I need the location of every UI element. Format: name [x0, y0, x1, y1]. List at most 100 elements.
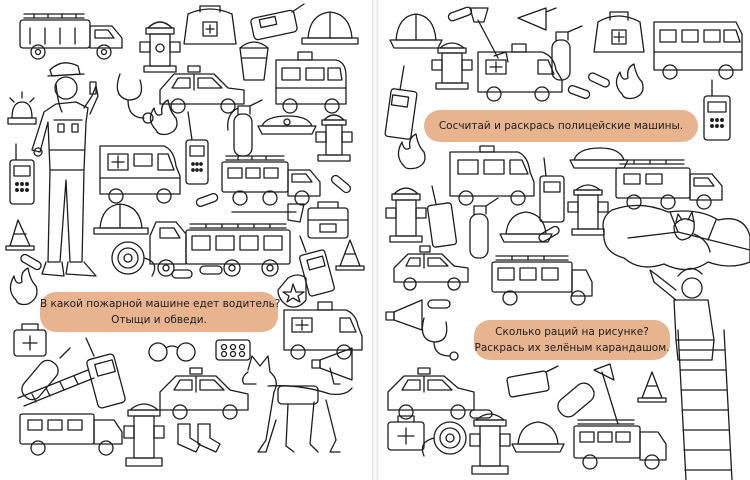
fire-helmet-right-middle [499, 211, 553, 243]
handcuffs [148, 342, 196, 362]
bandage-a [567, 84, 591, 100]
police-car-right-page-bottom [387, 367, 475, 420]
bandage-1 [195, 192, 219, 208]
task-radios-line1: Сколько раций на рисунке? [495, 326, 649, 338]
fire-axe [231, 203, 305, 223]
right-page: Сосчитай и раскрась полицейские машины. … [378, 0, 750, 480]
walkie-talkie-near-van [539, 157, 565, 223]
tool-case [307, 201, 349, 239]
tree-with-cat [602, 204, 750, 271]
bandage-3 [20, 253, 42, 271]
ambulance-top-right-page [477, 43, 563, 102]
fire-hydrant-right-page-bottom [469, 413, 511, 475]
fire-hydrant-top-right-page [431, 42, 473, 90]
walkie-talkie-bottom-right-page [506, 365, 559, 398]
task-fire-line1: В какой пожарной машине едет водитель? [40, 298, 281, 310]
left-page: В какой пожарной машине едет водитель? О… [0, 0, 372, 480]
walkie-talkie-right-left-page [299, 235, 335, 297]
ambulance-van-top [275, 51, 347, 114]
bandage-5 [171, 269, 193, 279]
megaphone-right-page [385, 299, 423, 331]
fire-truck-right-middle [615, 159, 723, 210]
fire-truck-right-center [491, 255, 593, 306]
fire-extinguisher-top-right-page [551, 25, 583, 81]
first-aid-bag-right-page [593, 11, 645, 53]
police-van-middle [449, 145, 535, 206]
fire-hydrant-bottom [123, 403, 165, 467]
traffic-cone-right-page [637, 371, 667, 403]
hose-coil-right-page [421, 421, 467, 457]
fire-helmet-top-right-page [389, 13, 443, 49]
fire-hydrant-top [139, 21, 181, 73]
rubber-boots [177, 423, 221, 453]
right-page-illustrations [384, 6, 750, 480]
fire-extinguisher-bottom-right-page [557, 382, 595, 418]
walkie-talkie-right-page-right [703, 79, 731, 141]
bandage-4 [199, 265, 223, 275]
fire-truck-center [149, 221, 291, 277]
police-car-bottom [159, 367, 249, 420]
flame-icon-right-2 [397, 133, 426, 170]
task-banner-radios: Сколько раций на рисунке? Раскрась их зе… [474, 320, 670, 360]
pill-blister [215, 339, 251, 361]
fire-truck-bottom-right-page [573, 419, 667, 470]
fire-hydrant-right [315, 114, 353, 162]
traffic-cone-right [335, 239, 365, 271]
siren-light [7, 91, 37, 125]
megaphone-left-page [311, 347, 353, 385]
task-banner-police-cars: Сосчитай и раскрась полицейские машины. [424, 110, 698, 142]
stethoscope [116, 73, 154, 124]
flame-icon-left-1 [149, 99, 178, 136]
fire-truck-top-left [19, 13, 123, 60]
horn-icon [517, 7, 557, 31]
fire-extinguisher-left [227, 99, 263, 157]
walkie-talkie-tilted [426, 185, 458, 248]
ambulance-van-middle [99, 145, 181, 204]
fire-truck-top-right-page [653, 21, 743, 80]
medical-kit-small [13, 323, 47, 357]
bandage-b [538, 225, 560, 243]
stethoscope-right-page [421, 317, 459, 361]
bandage-c [427, 299, 451, 309]
first-aid-bag [183, 5, 237, 45]
task-radios-line2: Раскрась их зелёным карандашом. [474, 342, 670, 354]
fire-bucket [239, 41, 269, 81]
hose-coil [111, 241, 156, 277]
walkie-talkie-bottom-left-page [85, 337, 126, 409]
bandage-top-right-page [447, 6, 473, 22]
police-car-top [159, 65, 245, 114]
police-officer-woman [31, 62, 99, 277]
flame-icon-left-2 [9, 267, 38, 306]
traffic-cone-left [5, 219, 35, 251]
police-car-right-page-left [393, 245, 469, 291]
fire-hydrant-right-middle [567, 184, 609, 236]
fire-ladder [677, 329, 733, 480]
fire-helmet-middle [93, 203, 149, 235]
bandage-e [588, 72, 610, 88]
walkie-talkie-center [185, 111, 209, 185]
fire-hydrant-right-page-left [385, 187, 427, 243]
fire-helmet-top [301, 11, 359, 45]
flame-icon-right-1 [615, 63, 644, 100]
fire-extinguisher-middle-right-page [469, 197, 499, 259]
fire-truck-ladder-bottom-left [17, 369, 123, 456]
fire-truck-middle-right [221, 155, 321, 206]
task-banner-fire-truck-driver: В какой пожарной машине едет водитель? О… [40, 292, 281, 332]
walkie-talkie-left-page-left [9, 143, 35, 205]
fire-helmet-bottom-right-page [511, 421, 565, 453]
police-cap [257, 115, 317, 135]
police-badge [277, 274, 307, 308]
walkie-talkie-right-page-left [384, 65, 418, 140]
police-dog [242, 355, 353, 453]
book-gutter [372, 0, 378, 480]
walkie-talkie-top-left-page [250, 3, 305, 41]
fire-axe-right-page [593, 363, 619, 425]
police-cap-right-page [569, 147, 629, 169]
bandage-2 [330, 174, 352, 194]
medical-kit-bottom [387, 415, 425, 451]
ambulance-van-right [283, 301, 363, 360]
left-page-illustrations [5, 3, 365, 467]
task-fire-line2: Отыщи и обведи. [111, 314, 207, 326]
task-police-line1: Сосчитай и раскрась полицейские машины. [438, 120, 684, 132]
